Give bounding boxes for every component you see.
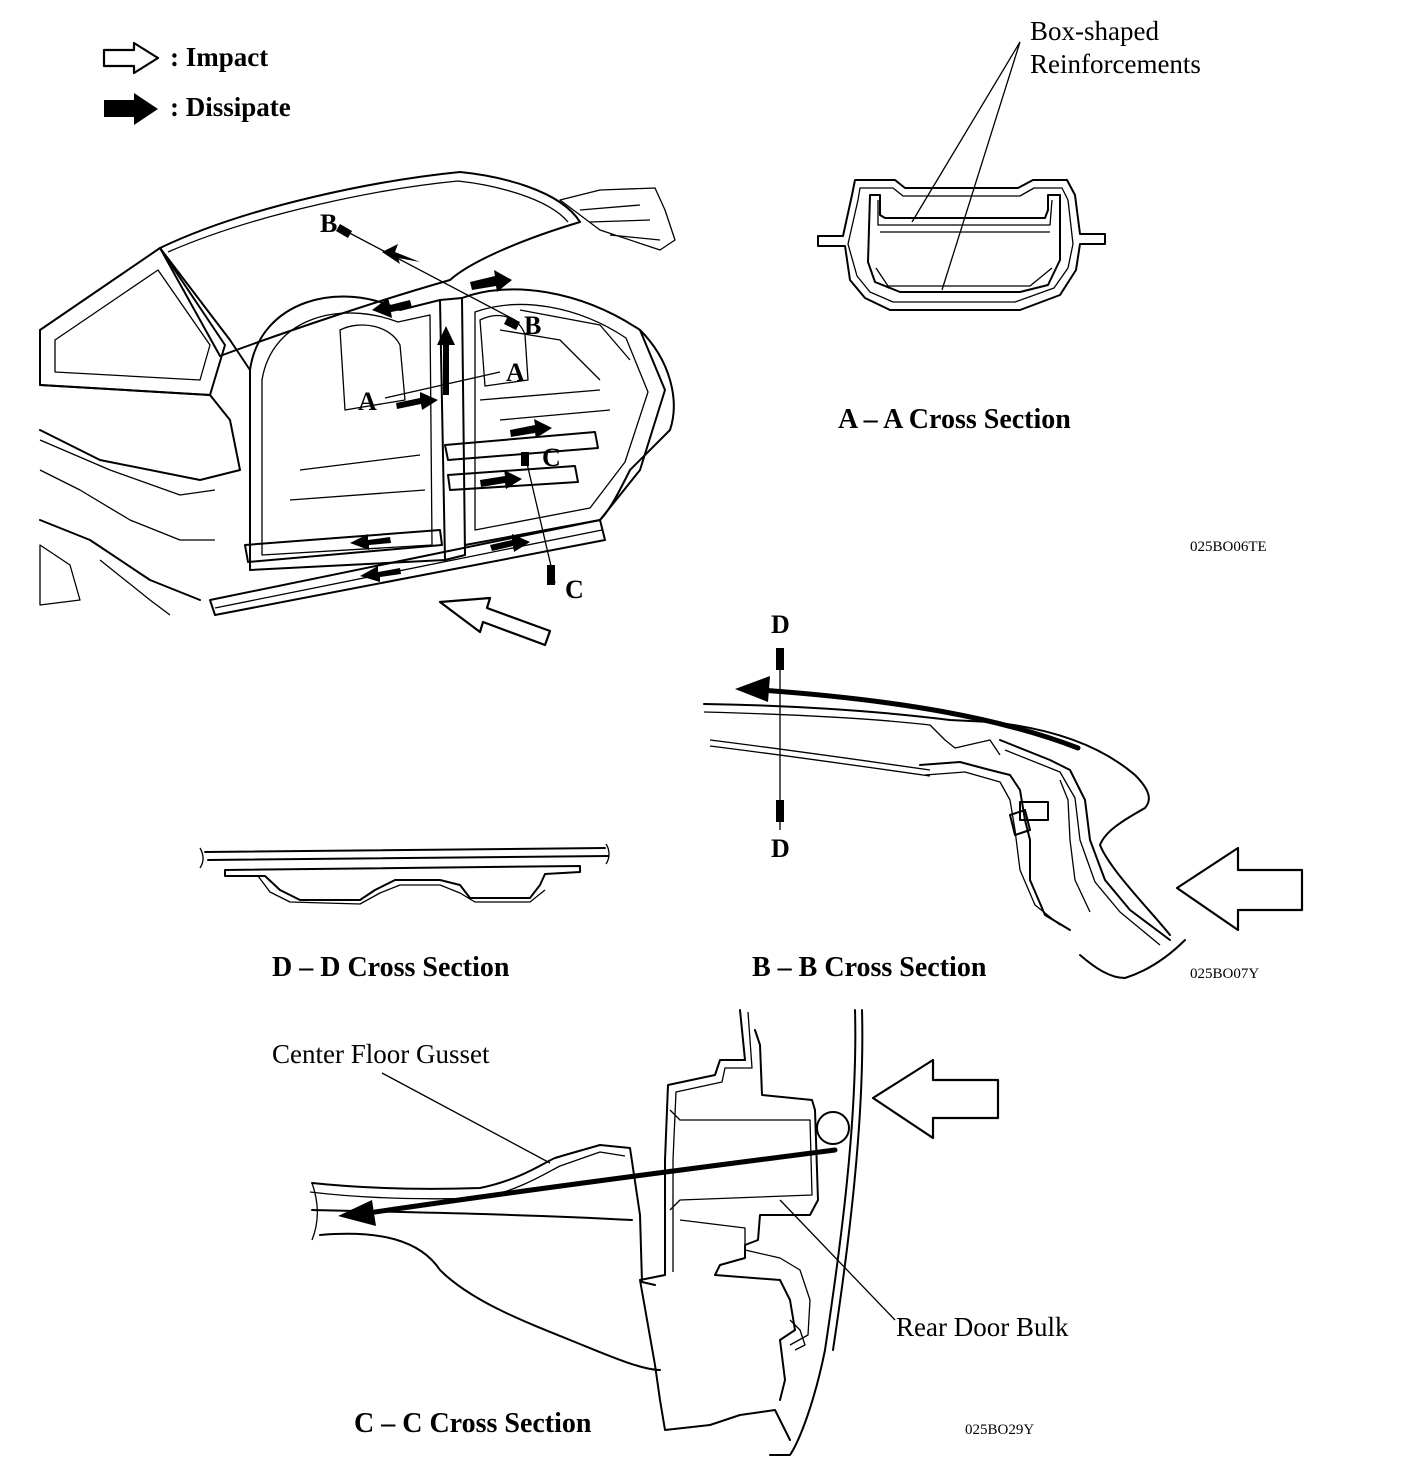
solid-arrow-icon [104,93,158,125]
section-aa-drawing [817,41,1106,311]
dd-section-title: D – D Cross Section [272,952,510,983]
legend-impact-label: : Impact [170,42,268,72]
mark-b-bottom: B [524,311,541,340]
mark-c-bottom: C [565,575,584,604]
bb-figure-code: 025BO07Y [1190,966,1259,982]
bb-mark-d-top: D [771,610,790,639]
legend: : Impact : Dissipate [102,41,291,125]
aa-callout-line2: Reinforcements [1030,49,1201,79]
aa-callout-line1: Box-shaped [1030,16,1159,46]
bb-impact-arrow [1175,846,1304,932]
bb-section-title: B – B Cross Section [752,952,987,983]
bb-mark-d-bottom: D [771,834,790,863]
hollow-arrow-icon [102,41,160,75]
cc-callout-gusset: Center Floor Gusset [272,1039,490,1069]
section-dd-drawing [199,843,610,905]
mark-a-right: A [506,358,525,387]
legend-dissipate-label: : Dissipate [170,92,291,122]
cc-impact-arrow [871,1058,1000,1140]
mark-b-top: B [320,209,337,238]
mark-a-left: A [358,387,377,416]
section-cc-drawing [309,1009,1000,1456]
car-body-overview [39,171,676,647]
section-bb-drawing [703,648,1304,979]
cc-figure-code: 025BO29Y [965,1422,1034,1438]
overview-impact-arrow [438,596,552,647]
cc-callout-bulk: Rear Door Bulk [896,1312,1069,1342]
aa-figure-code: 025BO06TE [1190,539,1267,555]
mark-c-top: C [542,443,561,472]
cc-section-title: C – C Cross Section [354,1408,592,1439]
aa-section-title: A – A Cross Section [838,404,1071,435]
